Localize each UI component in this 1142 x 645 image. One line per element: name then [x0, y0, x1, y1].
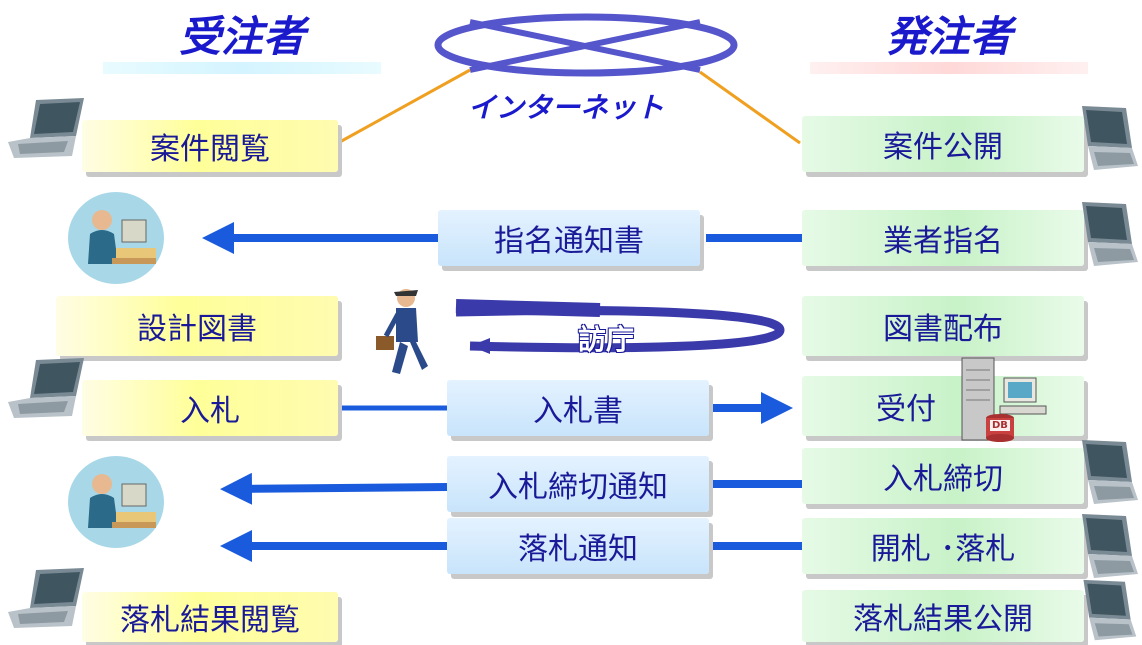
laptop-icon: [1082, 440, 1138, 504]
office-worker-icon: [68, 456, 164, 548]
bid-box: 入札: [82, 380, 338, 436]
award-notice-box: 落札通知: [447, 518, 709, 574]
bid-close-box: 入札締切: [802, 448, 1084, 504]
visit-loop-arrow: [455, 299, 785, 354]
opening-award-box: 開札 ･落札: [802, 518, 1084, 574]
orderer-header-bar: [810, 62, 1088, 74]
publish-results-box: 落札結果公開: [802, 590, 1084, 642]
contractor-header: 受注者: [103, 16, 381, 58]
receive-label: 受付: [876, 392, 936, 427]
nominate-box: 業者指名: [802, 210, 1084, 266]
db-label: DB: [990, 420, 1010, 431]
internet-line-left: [337, 68, 471, 145]
visit-label: 訪庁: [578, 323, 635, 356]
server-db-icon: DB: [958, 356, 1054, 448]
laptop-icon: [1083, 579, 1137, 641]
laptop-icon: [1082, 106, 1138, 170]
walking-businessman-icon: [376, 289, 428, 374]
internet-ellipse: [434, 13, 738, 77]
internet-label: インターネット: [468, 91, 665, 124]
bid-close-notice-box: 入札締切通知: [447, 456, 709, 512]
publish-cases-box: 案件公開: [802, 116, 1084, 172]
arrow-close-left-segment: [220, 472, 448, 505]
orderer-header: 発注者: [810, 16, 1088, 58]
distribute-docs-box: 図書配布: [802, 296, 1084, 356]
contractor-title: 受注者: [178, 12, 305, 61]
laptop-icon: [1082, 202, 1138, 266]
internet-line-right: [699, 70, 801, 145]
view-cases-box: 案件閲覧: [82, 120, 338, 172]
view-results-box: 落札結果閲覧: [82, 592, 338, 642]
orderer-title: 発注者: [885, 12, 1012, 61]
laptop-icon: [8, 98, 84, 158]
contractor-header-bar: [103, 62, 381, 74]
design-docs-box: 設計図書: [56, 296, 338, 356]
laptop-icon: [8, 568, 84, 628]
laptop-icon: [8, 358, 84, 418]
nomination-notice-box: 指名通知書: [438, 210, 700, 266]
laptop-icon: [1082, 514, 1138, 578]
office-worker-icon: [68, 192, 164, 284]
bid-document-box: 入札書: [447, 380, 709, 436]
